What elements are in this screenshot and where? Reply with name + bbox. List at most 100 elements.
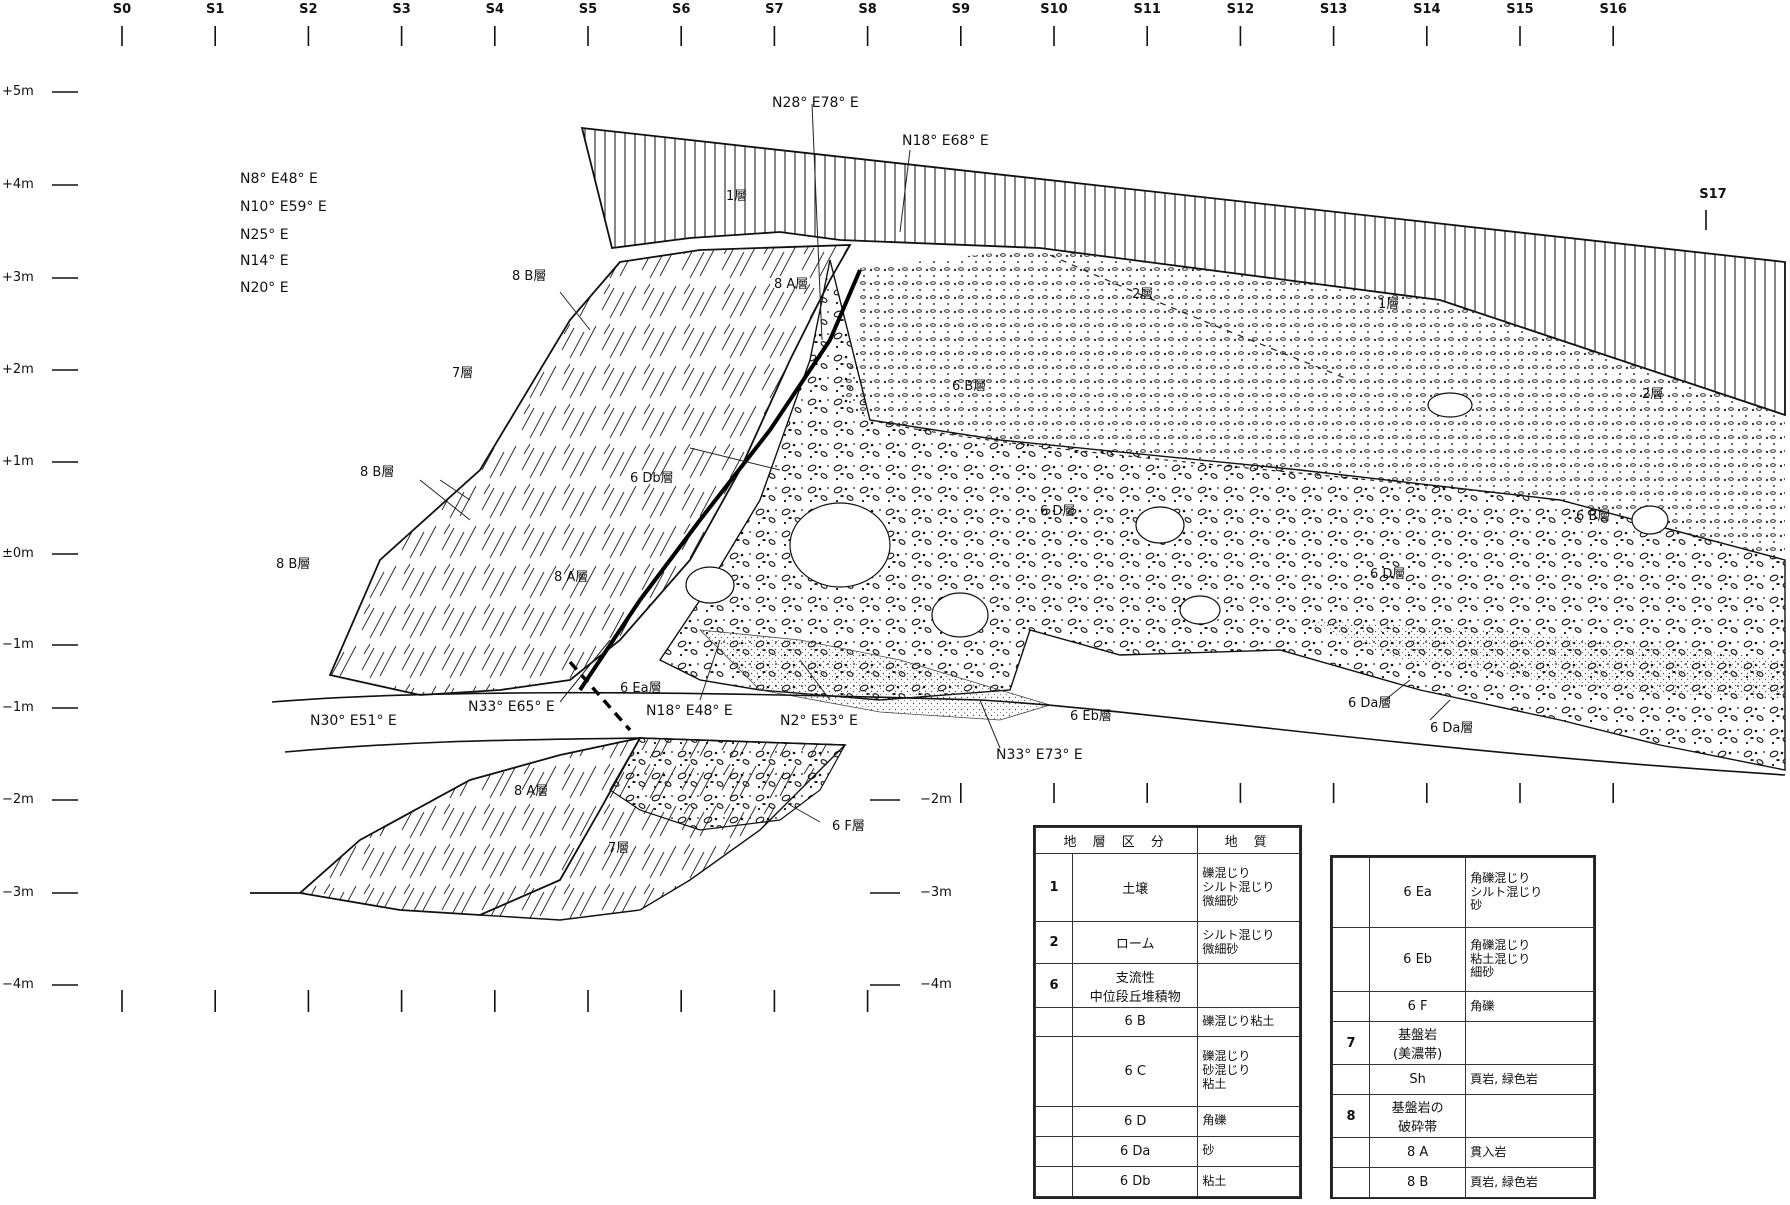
legend-right-geology — [1465, 1021, 1594, 1065]
legend-right-geology: 角礫混じり 粘土混じり 細砂 — [1465, 927, 1594, 992]
elevation-label-5: ±0m — [2, 546, 34, 561]
boulders — [685, 392, 1669, 638]
legend-left-geology: 礫混じり粘土 — [1197, 1007, 1300, 1037]
section-label-s6: S6 — [671, 2, 691, 17]
section-label-s12: S12 — [1226, 2, 1255, 17]
legend-header-division: 地 層 区 分 — [1034, 826, 1199, 855]
legend-left-division: 6 Da — [1071, 1135, 1199, 1167]
section-label-s1: S1 — [205, 2, 225, 17]
layer-label-6da-b: 6 Da層 — [1430, 721, 1474, 736]
elev-mid-minus3: −3m — [920, 885, 952, 900]
legend-right-geology: 頁岩, 緑色岩 — [1465, 1167, 1594, 1198]
layer-label-2b: 2層 — [1642, 387, 1664, 402]
layer-label-8b-top: 8 B層 — [512, 269, 547, 284]
legend-right-division: 基盤岩の 破砕帯 — [1368, 1094, 1467, 1138]
strike-list-1: N8° E48° E — [240, 171, 318, 187]
legend-right-geology: 貫入岩 — [1465, 1137, 1594, 1168]
layer-label-6da-a: 6 Da層 — [1348, 696, 1392, 711]
section-label-s8: S8 — [858, 2, 877, 17]
layer-label-1a: 1層 — [726, 189, 748, 204]
legend-right-division: 8 B — [1368, 1167, 1467, 1198]
section-label-s13: S13 — [1319, 2, 1348, 17]
section-ticks-bottom — [121, 783, 1614, 1012]
layer-6f-gravel — [609, 737, 847, 831]
legend-right-num — [1332, 857, 1370, 928]
elevation-label-1: +4m — [2, 177, 34, 192]
legend-right-num — [1332, 991, 1370, 1022]
fault-dashed — [568, 660, 632, 732]
contact-dashed-2 — [869, 419, 1561, 501]
section-label-s11: S11 — [1133, 2, 1161, 17]
legend-right-num — [1332, 1064, 1370, 1095]
fault-line — [578, 269, 862, 692]
legend-left-num — [1035, 1105, 1073, 1137]
legend-right-num: 8 — [1332, 1094, 1370, 1138]
section-label-s9: S9 — [951, 2, 971, 17]
legend-left-num: 2 — [1035, 921, 1073, 965]
legend-left-division: 支流性 中位段丘堆積物 — [1071, 963, 1199, 1009]
layer-label-7a: 7層 — [452, 366, 474, 381]
section-label-s7: S7 — [765, 2, 784, 17]
legend-left-geology: 砂 — [1197, 1135, 1300, 1167]
section-label-s15: S15 — [1506, 2, 1534, 17]
strike-n18-48: N18° E48° E — [646, 703, 733, 719]
legend-right-division: 6 Ea — [1368, 857, 1467, 928]
legend-right-division: Sh — [1368, 1064, 1467, 1095]
legend-right-num — [1332, 927, 1370, 992]
layer-8-bedrock-upper — [328, 244, 852, 696]
elevation-label-7: −1m — [2, 700, 34, 715]
legend-right-num — [1332, 1167, 1370, 1198]
strike-list-3: N25° E — [240, 227, 289, 243]
legend-right-num — [1332, 1137, 1370, 1168]
layer-label-7b: 7層 — [608, 841, 630, 856]
section-label-s10: S10 — [1040, 2, 1068, 17]
layer-label-6b-b: 6 B層 — [1576, 509, 1611, 524]
legend-left-geology: 角礫 — [1197, 1105, 1300, 1137]
elevation-label-2: +3m — [2, 270, 34, 285]
legend-left-num: 1 — [1035, 853, 1073, 923]
legend-right-geology: 頁岩, 緑色岩 — [1465, 1064, 1594, 1095]
elevation-label-4: +1m — [2, 454, 34, 469]
strike-n33-65: N33° E65° E — [468, 699, 555, 715]
elevation-label-10: −4m — [2, 977, 34, 992]
strike-list-2: N10° E59° E — [240, 199, 327, 215]
leader-lines — [419, 103, 1451, 823]
legend-left-division: ローム — [1071, 921, 1199, 965]
legend-left-num — [1035, 1007, 1073, 1037]
strike-n2: N2° E53° E — [780, 713, 858, 729]
legend-left-division: 6 B — [1071, 1007, 1199, 1037]
legend-left-division: 6 Db — [1071, 1165, 1199, 1198]
legend-right-geology — [1465, 1094, 1594, 1138]
legend-right-geology: 角礫混じり シルト混じり 砂 — [1465, 857, 1594, 928]
elev-mid-minus4: −4m — [920, 977, 952, 992]
strike-n33-73: N33° E73° E — [996, 747, 1083, 763]
strike-list-5: N20° E — [240, 280, 289, 296]
section-label-s0: S0 — [112, 2, 132, 17]
mid-scale-ticks — [870, 799, 900, 986]
strike-list-4: N14° E — [240, 253, 289, 269]
section-label-s5: S5 — [578, 2, 598, 17]
section-label-s4: S4 — [485, 2, 505, 17]
strike-n18-68: N18° E68° E — [902, 133, 989, 149]
layer-label-6d-b: 6 D層 — [1370, 567, 1406, 582]
elevation-label-6: −1m — [2, 637, 34, 652]
section-label-s2: S2 — [299, 2, 318, 17]
layer-label-8b-mid: 8 B層 — [360, 465, 395, 480]
section-label-s17: S17 — [1699, 187, 1727, 202]
legend-left-geology: 粘土 — [1197, 1165, 1300, 1198]
section-label-s3: S3 — [392, 2, 411, 17]
legend-left-division: 土壌 — [1071, 853, 1199, 923]
layer-label-8a-low: 8 A層 — [514, 784, 549, 799]
layer-label-8a-top: 8 A層 — [774, 277, 809, 292]
layer-label-8b-left: 8 B層 — [276, 557, 311, 572]
elevation-label-3: +2m — [2, 362, 34, 377]
legend-right-division: 6 F — [1368, 991, 1467, 1022]
